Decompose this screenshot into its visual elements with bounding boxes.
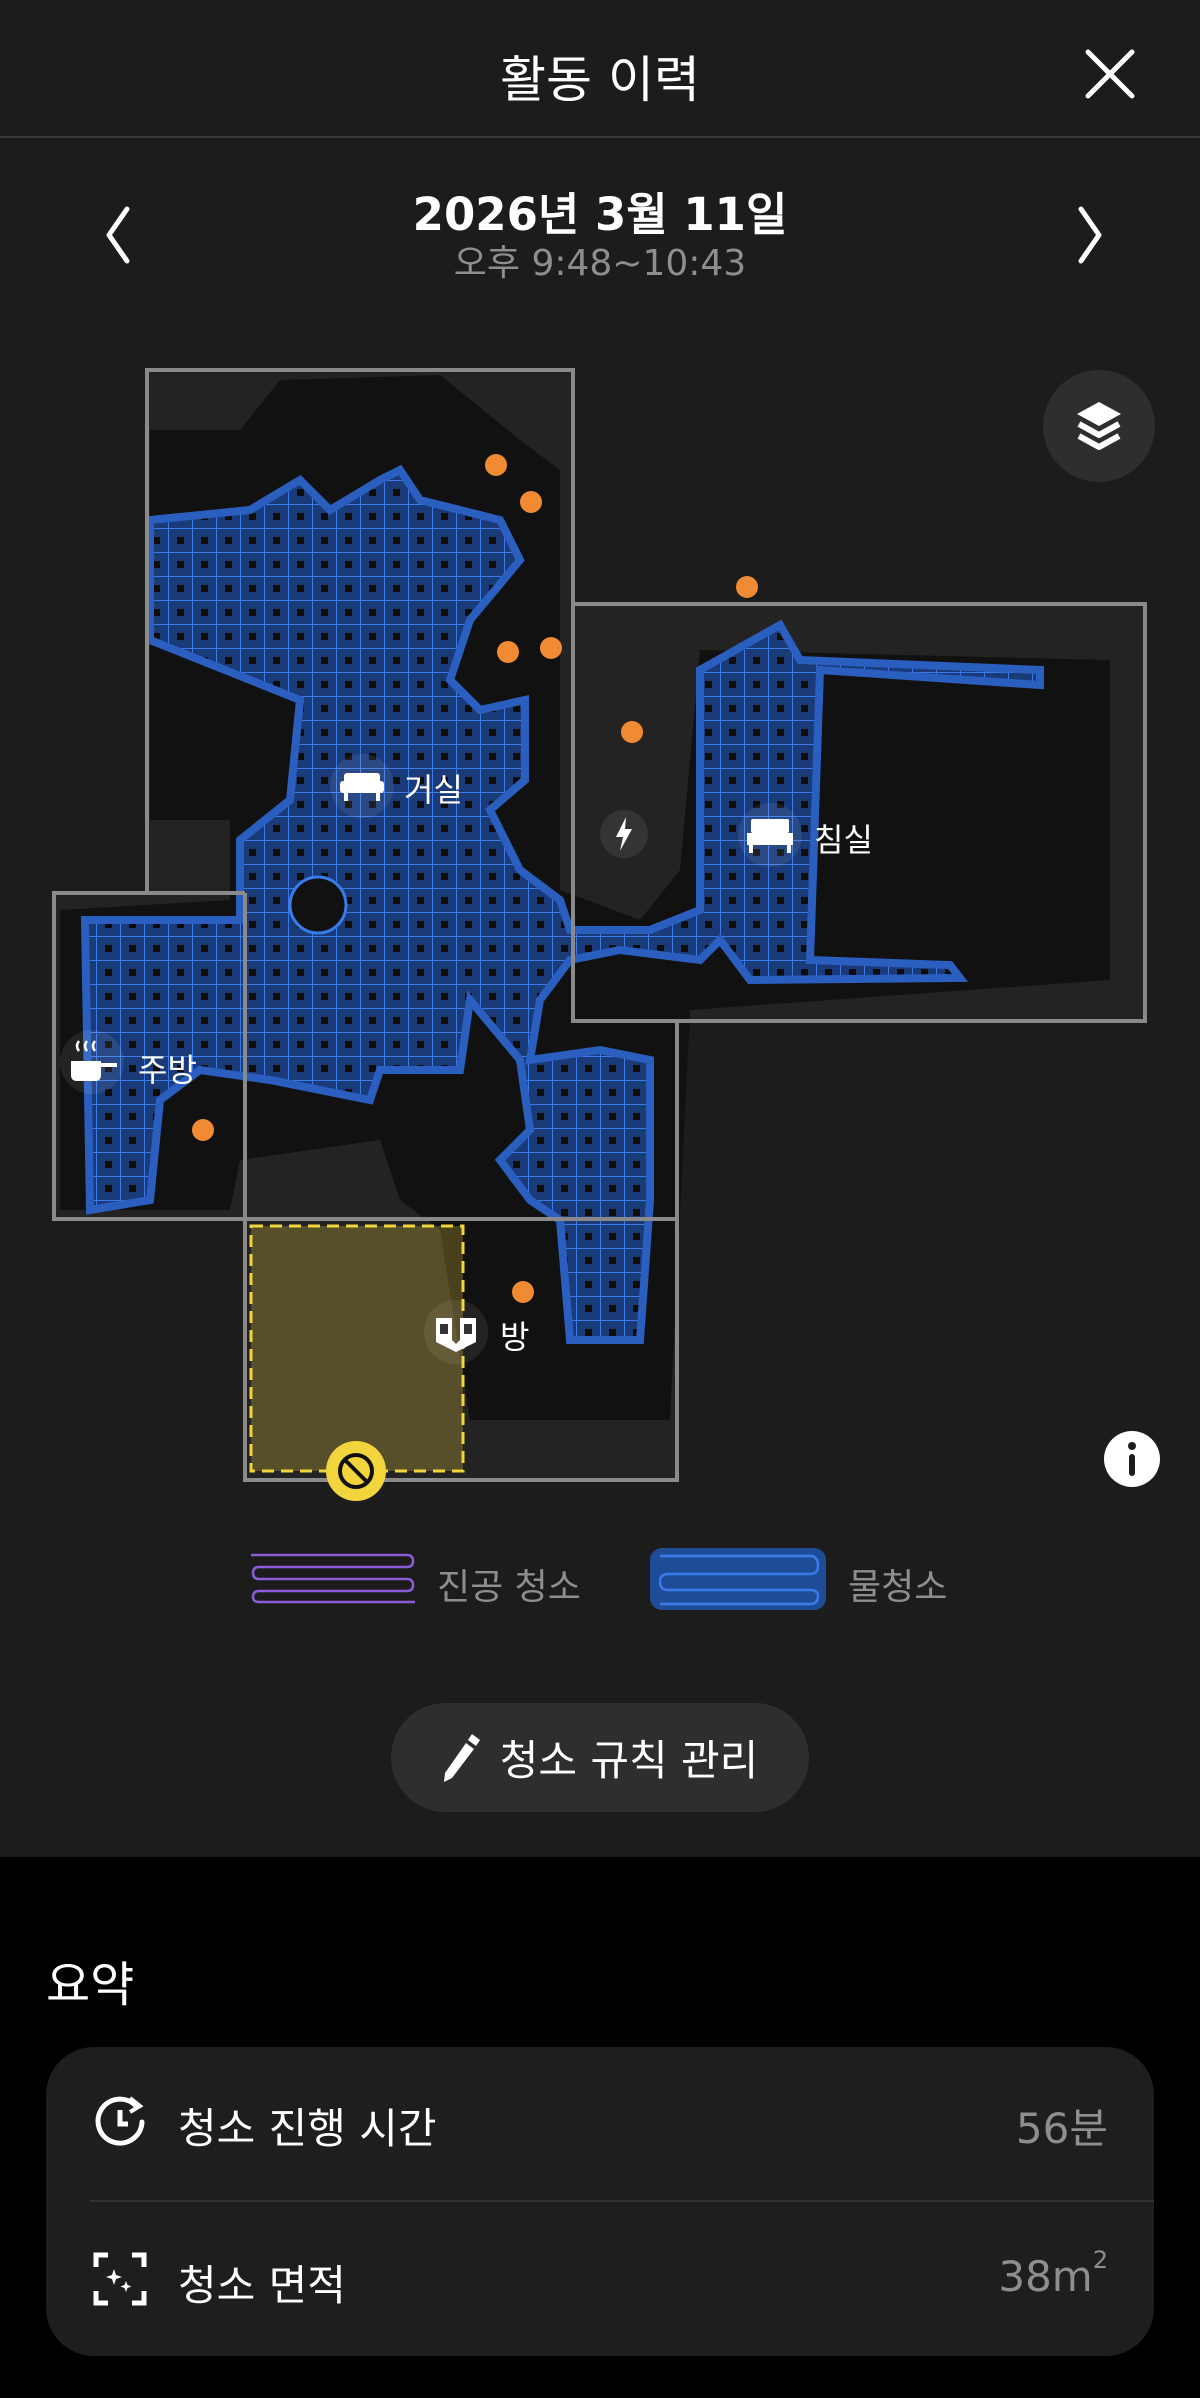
prohibited-icon[interactable] [326,1441,386,1501]
legend-vacuum-label: 진공 청소 [437,1567,581,1608]
lightning-icon [600,810,648,858]
layers-button[interactable] [1043,370,1155,482]
time-range-label: 오후 9:48~10:43 [453,243,747,284]
room-label-bedroom: 침실 [814,821,873,859]
cleaning-rules-button[interactable]: 청소 규칙 관리 [391,1703,809,1812]
summary-divider [90,2200,1154,2202]
chevron-left-icon [106,206,130,264]
bed-icon[interactable] [738,803,802,867]
previous-date-button[interactable] [85,195,155,275]
room-label-kitchen: 주방 [138,1051,197,1089]
summary-card: 청소 진행 시간 56분 청소 면적 38m2 [46,2047,1154,2356]
close-icon [1085,49,1135,99]
date-label: 2026년 3월 11일 [412,188,788,241]
header-divider [0,136,1200,138]
summary-row-duration: 청소 진행 시간 56분 [46,2047,1154,2197]
clock-refresh-icon [95,2096,145,2146]
room-label-room: 방 [500,1318,530,1356]
info-button[interactable] [1104,1431,1160,1487]
info-icon [1128,1442,1136,1476]
vacuum-path-icon [251,1553,415,1604]
map-legend: 진공 청소 물청소 [0,1548,1200,1610]
cleaning-rules-label: 청소 규칙 관리 [499,1736,759,1785]
map-panel: 활동 이력 2026년 3월 11일 오후 9:48~10:43 [0,0,1200,1857]
legend-mop-label: 물청소 [848,1567,948,1608]
summary-title: 요약 [46,1957,135,2013]
pencil-icon [443,1733,480,1782]
mop-path-icon [650,1548,826,1610]
sofa-icon[interactable] [330,754,394,818]
close-button[interactable] [1080,44,1140,104]
summary-row-area: 청소 면적 38m2 [46,2204,1154,2354]
duration-label: 청소 진행 시간 [178,2104,437,2153]
room-icon[interactable] [424,1300,488,1364]
area-scan-icon [93,2252,147,2306]
page-title: 활동 이력 [500,51,700,109]
cleaning-map[interactable] [0,330,1200,1530]
duration-value: 56분 [1015,2104,1108,2153]
next-date-button[interactable] [1053,195,1123,275]
layers-icon [1077,402,1121,450]
area-label: 청소 면적 [178,2261,346,2310]
cooking-pot-icon[interactable] [60,1030,124,1094]
chevron-right-icon [1078,206,1102,264]
area-value: 38m2 [998,2246,1108,2301]
room-label-living: 거실 [404,771,463,809]
